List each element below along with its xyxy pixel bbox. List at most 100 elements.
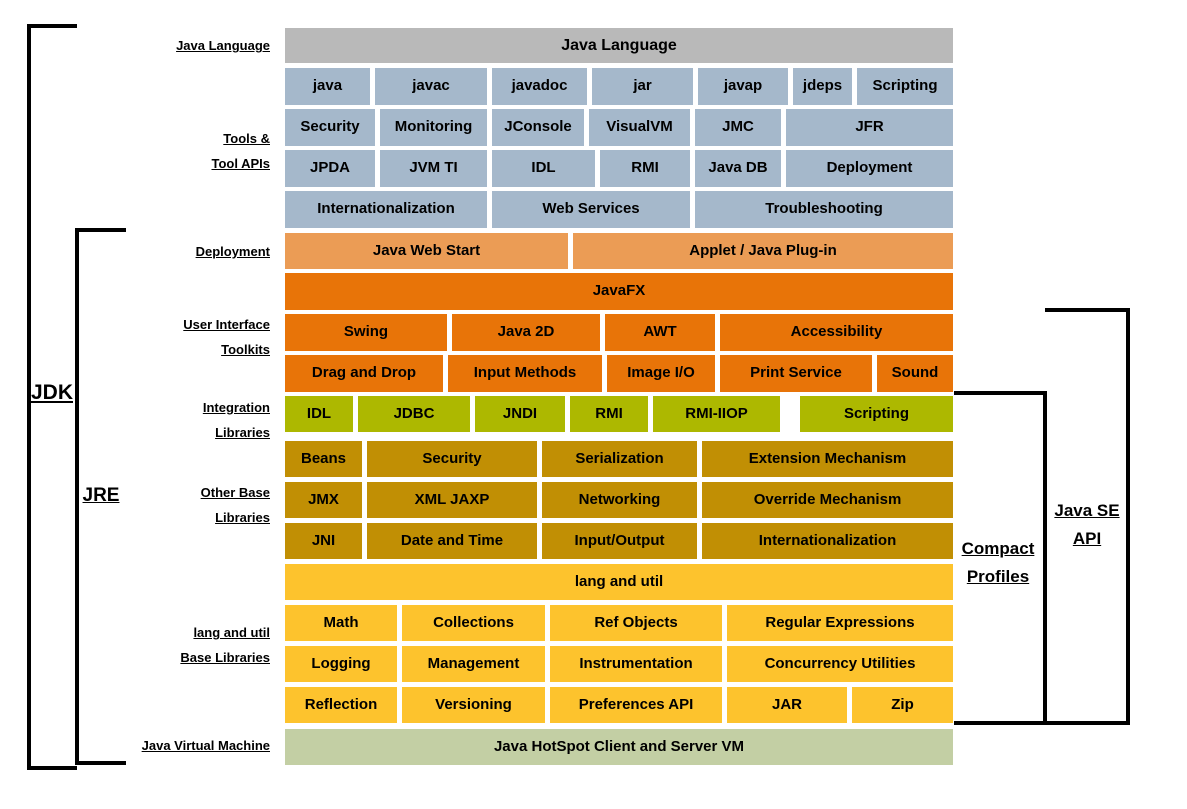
bracket-label-java-se-api: Java SE API	[1054, 501, 1120, 548]
cell-networking: Networking	[542, 482, 697, 518]
cell-applet-java-plug-in: Applet / Java Plug-in	[573, 233, 953, 269]
cell-jpda: JPDA	[285, 150, 375, 187]
cell-instrumentation: Instrumentation	[550, 646, 722, 682]
bracket-segment-jre-vertical	[75, 228, 79, 765]
cell-internationalization: Internationalization	[702, 523, 953, 559]
side-label-user-interface-toolkits: User Interface Toolkits	[183, 317, 270, 357]
cell-javap: javap	[698, 68, 788, 105]
cell-awt: AWT	[605, 314, 715, 351]
bracket-segment-java-se-api-vertical	[1126, 308, 1130, 725]
cell-troubleshooting: Troubleshooting	[695, 191, 953, 228]
cell-concurrency-utilities: Concurrency Utilities	[727, 646, 953, 682]
bracket-segment-java-se-api-top-arm	[1045, 308, 1130, 312]
side-label-deployment: Deployment	[195, 244, 270, 259]
cell-visualvm: VisualVM	[589, 109, 690, 146]
bracket-label-jre: JRE	[82, 485, 120, 506]
cell-jdbc: JDBC	[358, 396, 470, 432]
cell-input-methods: Input Methods	[448, 355, 602, 392]
row-javafx: JavaFX	[285, 273, 953, 310]
cell-jvm-ti: JVM TI	[380, 150, 487, 187]
bracket-segment-java-se-api-bottom-arm	[1045, 721, 1130, 725]
cell-scripting: Scripting	[800, 396, 953, 432]
cell-jmx: JMX	[285, 482, 362, 518]
side-label-tools-tool-apis: Tools & Tool APIs	[211, 131, 271, 171]
cell-serialization: Serialization	[542, 441, 697, 477]
cell-drag-and-drop: Drag and Drop	[285, 355, 443, 392]
cell-jar: jar	[592, 68, 693, 105]
cell-preferences-api: Preferences API	[550, 687, 722, 723]
bracket-segment-jre-bottom-arm	[75, 761, 126, 765]
cell-jmc: JMC	[695, 109, 781, 146]
cell-versioning: Versioning	[402, 687, 545, 723]
cell-rmi-iiop: RMI-IIOP	[653, 396, 780, 432]
cell-lang-and-util: lang and util	[285, 564, 953, 600]
side-label-java-language: Java Language	[176, 38, 270, 53]
cell-javadoc: javadoc	[492, 68, 587, 105]
cell-rmi: RMI	[600, 150, 690, 187]
cell-jndi: JNDI	[475, 396, 565, 432]
bracket-segment-jre-top-arm	[75, 228, 126, 232]
cell-java-language: Java Language	[285, 28, 953, 63]
cell-xml-jaxp: XML JAXP	[367, 482, 537, 518]
cell-extension-mechanism: Extension Mechanism	[702, 441, 953, 477]
bracket-segment-jdk-top-arm	[27, 24, 77, 28]
cell-idl: IDL	[492, 150, 595, 187]
bracket-segment-compact-profiles-bottom-arm	[954, 721, 1047, 725]
row-java-language: Java Language	[285, 28, 953, 63]
cell-deployment: Deployment	[786, 150, 953, 187]
cell-java-web-start: Java Web Start	[285, 233, 568, 269]
side-label-other-base-libraries: Other Base Libraries	[200, 485, 270, 525]
cell-zip: Zip	[852, 687, 953, 723]
cell-java-hotspot-client-and-server-vm: Java HotSpot Client and Server VM	[285, 729, 953, 765]
cell-javafx: JavaFX	[285, 273, 953, 310]
cell-scripting: Scripting	[857, 68, 953, 105]
row-jvm: Java HotSpot Client and Server VM	[285, 729, 953, 765]
cell-jdeps: jdeps	[793, 68, 852, 105]
cell-date-and-time: Date and Time	[367, 523, 537, 559]
cell-image-i-o: Image I/O	[607, 355, 715, 392]
cell-beans: Beans	[285, 441, 362, 477]
cell-override-mechanism: Override Mechanism	[702, 482, 953, 518]
cell-security: Security	[285, 109, 375, 146]
cell-java: java	[285, 68, 370, 105]
cell-ref-objects: Ref Objects	[550, 605, 722, 641]
bracket-segment-compact-profiles-top-arm	[954, 391, 1047, 395]
cell-web-services: Web Services	[492, 191, 690, 228]
cell-javac: javac	[375, 68, 487, 105]
cell-reflection: Reflection	[285, 687, 397, 723]
cell-idl: IDL	[285, 396, 353, 432]
cell-swing: Swing	[285, 314, 447, 351]
cell-jconsole: JConsole	[492, 109, 584, 146]
cell-accessibility: Accessibility	[720, 314, 953, 351]
cell-internationalization: Internationalization	[285, 191, 487, 228]
cell-java-2d: Java 2D	[452, 314, 600, 351]
bracket-segment-jdk-bottom-arm	[27, 766, 77, 770]
bracket-label-compact-profiles: Compact Profiles	[961, 539, 1035, 586]
cell-security: Security	[367, 441, 537, 477]
bracket-segment-compact-profiles-vertical	[1043, 391, 1047, 725]
cell-math: Math	[285, 605, 397, 641]
bracket-segment-jdk-vertical	[27, 24, 31, 770]
cell-regular-expressions: Regular Expressions	[727, 605, 953, 641]
cell-monitoring: Monitoring	[380, 109, 487, 146]
cell-rmi: RMI	[570, 396, 648, 432]
cell-logging: Logging	[285, 646, 397, 682]
side-label-integration-libraries: Integration Libraries	[202, 400, 270, 440]
cell-print-service: Print Service	[720, 355, 872, 392]
cell-sound: Sound	[877, 355, 953, 392]
cell-collections: Collections	[402, 605, 545, 641]
cell-java-db: Java DB	[695, 150, 781, 187]
